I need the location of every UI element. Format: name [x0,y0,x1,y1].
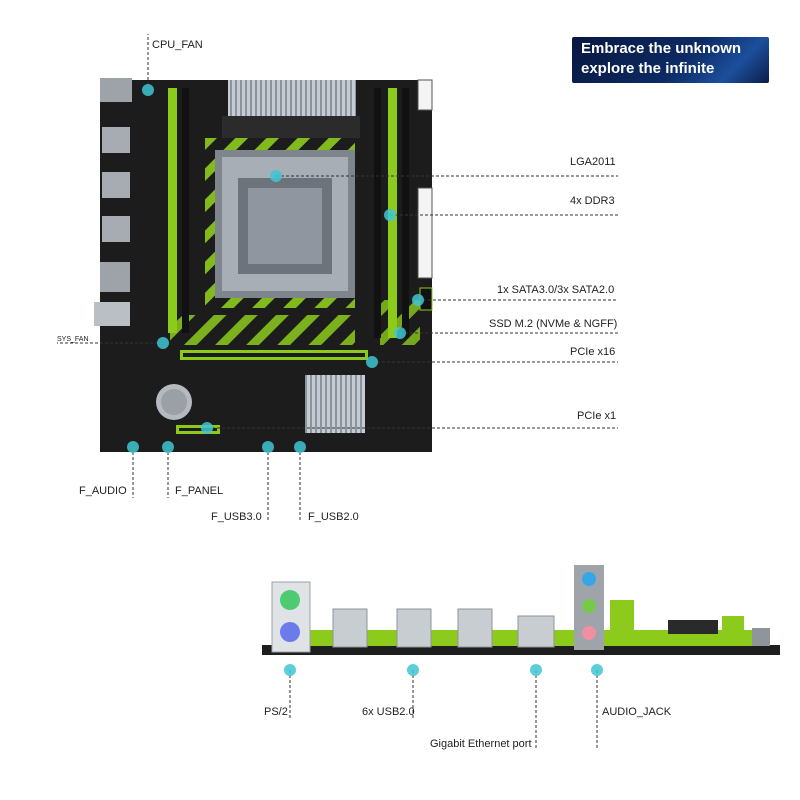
callout-dot-pcie-x16 [366,356,378,368]
label-f-panel: F_PANEL [175,485,223,498]
cmos-battery [156,384,192,420]
callout-dot-ps2 [284,664,296,676]
callout-dot-ethernet [530,664,542,676]
label-pcie-x1: PCIe x1 [577,410,616,423]
label-f-usb3: F_USB3.0 [211,511,262,524]
io-panel-board [262,565,780,655]
label-lga2011: LGA2011 [570,156,616,169]
label-ps2: PS/2 [264,706,288,719]
callout-dot-cpu-fan [142,84,154,96]
callout-dot-pcie-x1 [201,422,213,434]
callout-dot-f-usb2 [294,441,306,453]
label-usb2: 6x USB2.0 [362,706,415,719]
callout-dot-ddr3 [384,209,396,221]
label-sata: 1x SATA3.0/3x SATA2.0 [497,284,614,297]
label-cpu-fan: CPU_FAN [152,39,203,52]
cpu-socket [215,150,355,298]
chipset-heatsink [305,375,365,433]
callout-dot-sys-fan [157,337,169,349]
vrm-heatsink [222,80,360,138]
callout-dot-sata [412,294,424,306]
label-audio-jack: AUDIO_JACK [602,706,671,719]
callout-dot-usb2 [407,664,419,676]
label-ethernet: Gigabit Ethernet port [430,738,532,751]
callout-dot-f-audio [127,441,139,453]
callout-dot-f-panel [162,441,174,453]
callout-dot-m2 [394,327,406,339]
callout-dot-audio-jack [591,664,603,676]
callout-dot-f-usb3 [262,441,274,453]
callout-dot-lga2011 [270,170,282,182]
label-ddr3: 4x DDR3 [570,195,615,208]
label-f-usb2: F_USB2.0 [308,511,359,524]
label-pcie-x16: PCIe x16 [570,346,615,359]
label-sys-fan: SYS_FAN [57,333,89,346]
label-f-audio: F_AUDIO [79,485,127,498]
label-m2: SSD M.2 (NVMe & NGFF) [489,318,617,331]
